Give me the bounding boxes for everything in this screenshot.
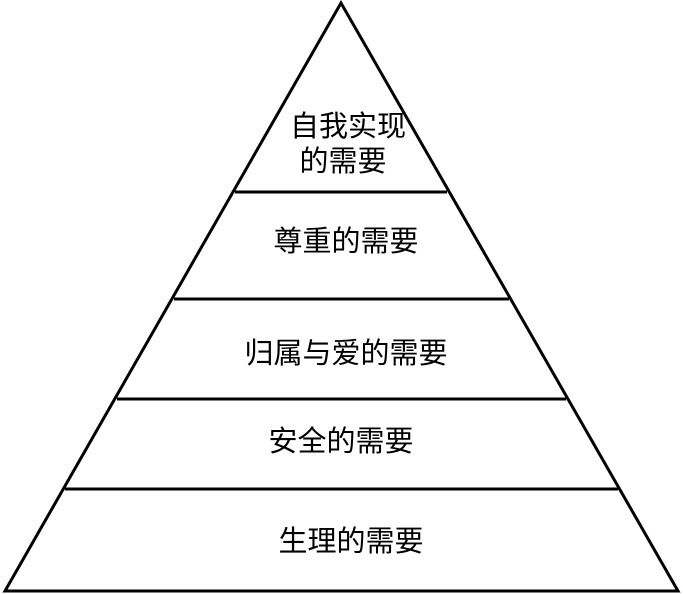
level-belonging-label: 归属与爱的需要 (244, 336, 447, 370)
level-physiological-label: 生理的需要 (278, 524, 423, 558)
level-self-actualization-line-1: 自我实现 (290, 109, 406, 143)
level-self-actualization-line-2: 的需要 (299, 144, 386, 178)
level-safety-label: 安全的需要 (268, 424, 413, 458)
level-esteem-label: 尊重的需要 (273, 224, 418, 258)
